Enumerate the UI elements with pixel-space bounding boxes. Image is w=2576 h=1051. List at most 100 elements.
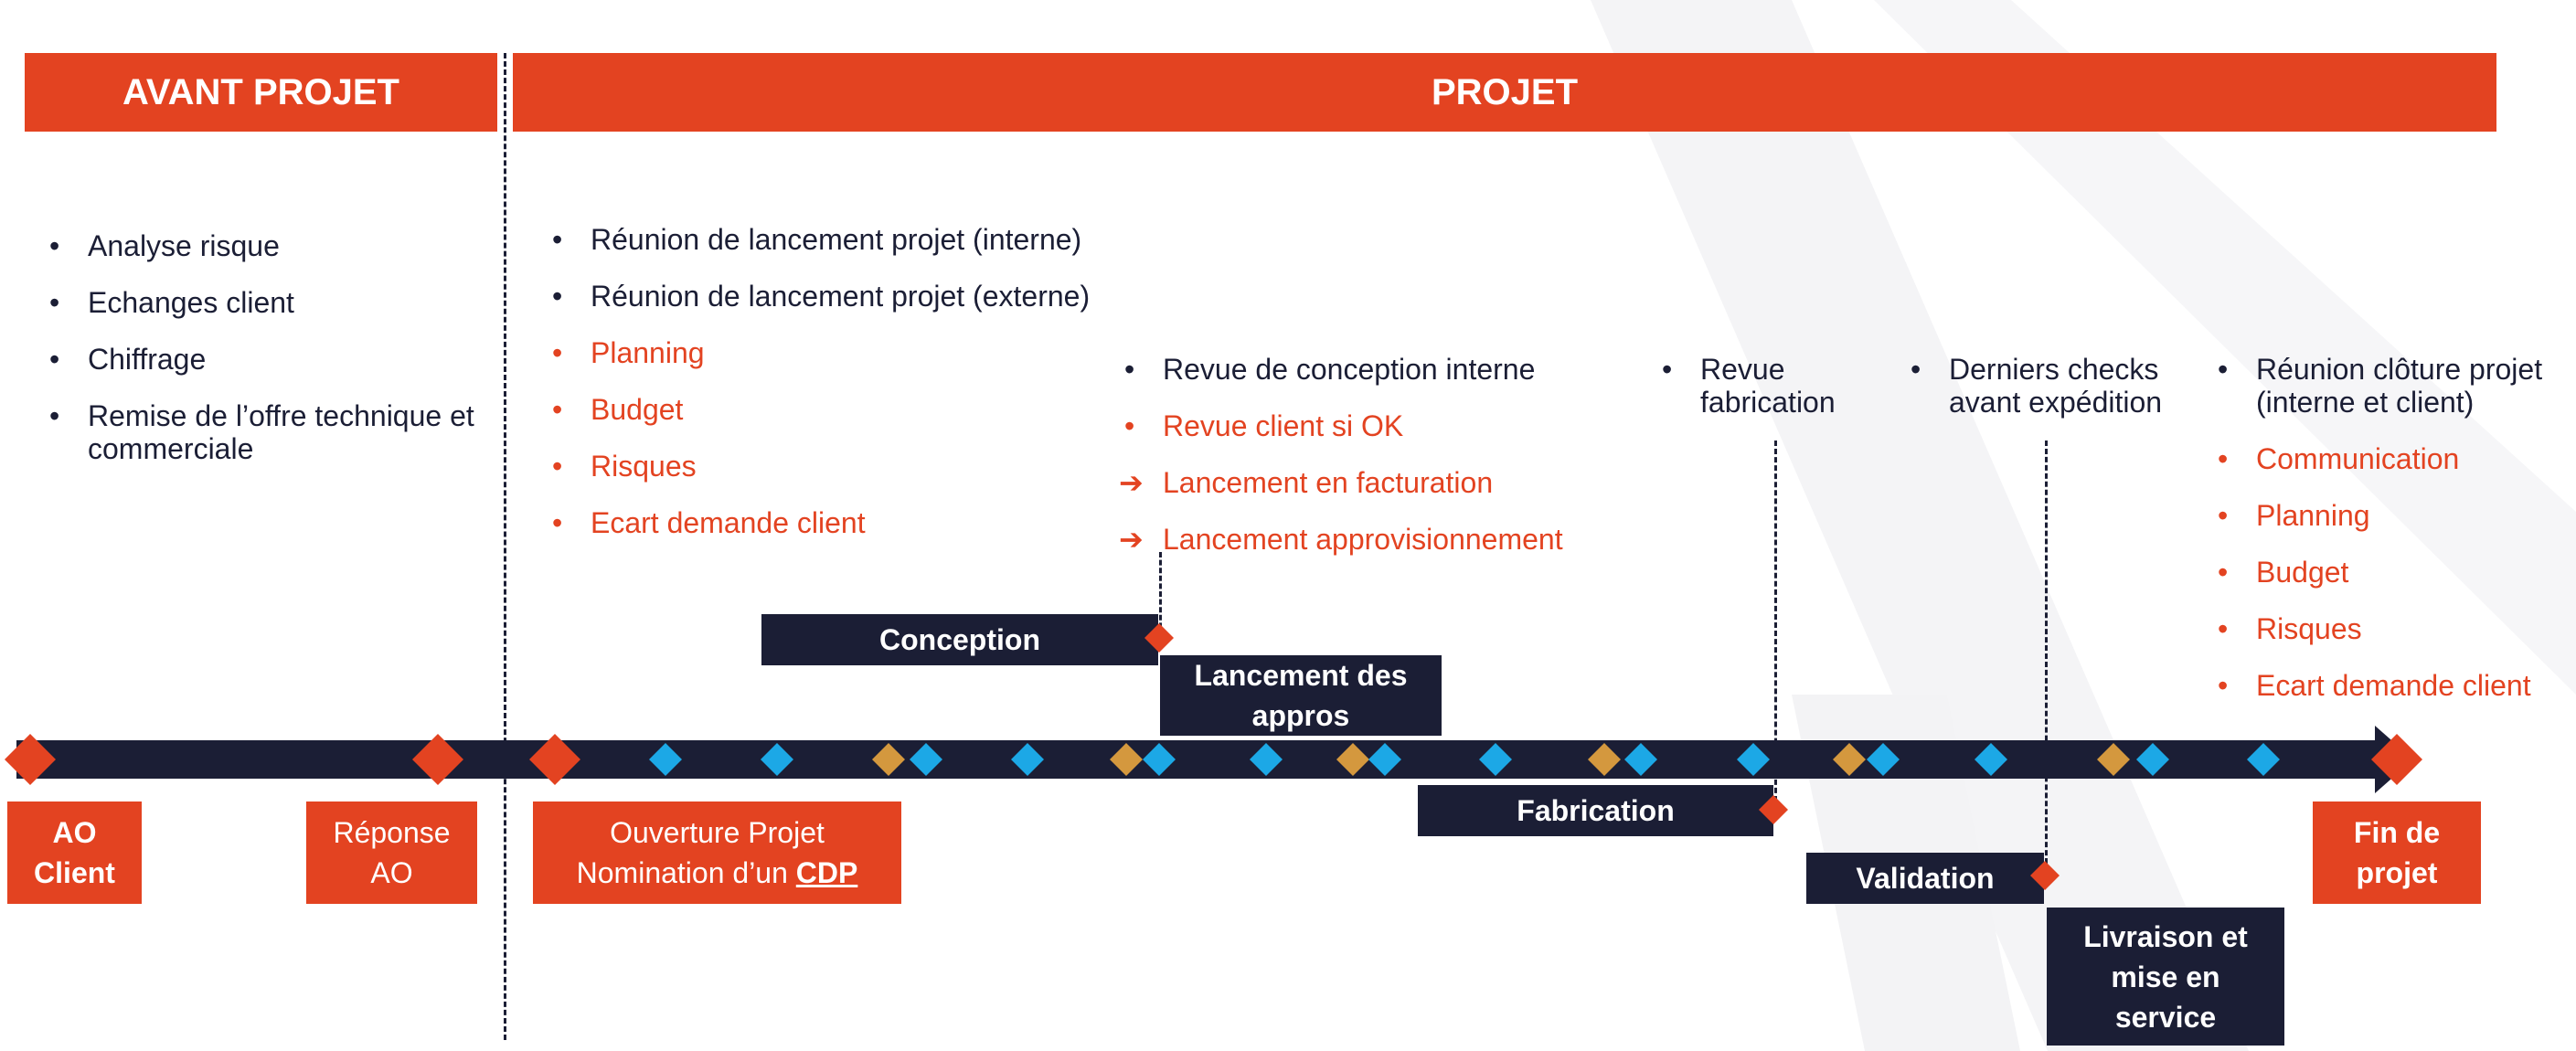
list-item-text: Revue fabrication [1700, 353, 1836, 419]
phase-livraison-label-3: service [2114, 1000, 2217, 1034]
timeline-marker-tick [1479, 743, 1512, 776]
list-item-text: Remise de l’offre technique et commercia… [88, 399, 474, 465]
phase-conception-label: Conception [879, 623, 1040, 656]
bullet-icon: • [49, 229, 60, 262]
list-item-text: Chiffrage [88, 343, 207, 376]
list-item-text: Revue de conception interne [1163, 353, 1536, 386]
list-item: • Budget [2212, 556, 2576, 589]
timeline-marker-tick [1588, 743, 1621, 776]
list-item: • Revue de conception interne [1119, 353, 1631, 386]
list-item: • Budget [547, 393, 1168, 426]
timeline-marker-reponse [412, 734, 463, 785]
fabrication-end-marker [1759, 795, 1788, 824]
timeline-marker-tick [1833, 743, 1866, 776]
bullet-icon: • [2218, 556, 2229, 589]
list-item-text: Budget [591, 393, 684, 426]
bullet-icon: • [2218, 499, 2229, 532]
timeline-marker-tick [761, 743, 793, 776]
timeline-marker-tick [2136, 743, 2169, 776]
milestone-fin-1: Fin de [2353, 816, 2441, 849]
timeline-bar [16, 740, 2386, 779]
milestone-ouverture-2: Nomination d’un CDP [577, 853, 858, 893]
bullet-icon: • [1124, 409, 1135, 442]
bullet-icon: • [1662, 353, 1673, 386]
list-item-text: Echanges client [88, 286, 294, 319]
milestone-reponse-1: Réponse [333, 816, 451, 849]
timeline-marker-tick [2247, 743, 2280, 776]
timeline-marker-tick [2097, 743, 2130, 776]
phase-fabrication-label: Fabrication [1517, 794, 1675, 827]
phase-livraison-label-2: mise en [2111, 960, 2220, 993]
phase-lancement-label-2: appros [1251, 699, 1350, 732]
milestone-ouverture-projet: Ouverture Projet Nomination d’un CDP [533, 802, 901, 904]
phase-separator-line [504, 53, 506, 1040]
timeline-marker-tick [1011, 743, 1044, 776]
header-avant-projet: AVANT PROJET [25, 53, 497, 132]
list-item-text: Réunion clôture projet (interne et clien… [2256, 353, 2543, 419]
validation-end-marker [2030, 861, 2060, 890]
bullet-icon: • [552, 506, 563, 539]
milestone-cdp: CDP [795, 856, 858, 889]
phase-fabrication: Fabrication [1418, 785, 1773, 836]
closure-tasks: • Réunion clôture projet (interne et clie… [2212, 353, 2576, 726]
timeline-marker-end [2371, 734, 2422, 785]
list-item-text: Analyse risque [88, 229, 280, 262]
milestone-fin-projet: Fin de projet [2313, 802, 2481, 904]
list-item-text: Lancement en facturation [1163, 466, 1494, 499]
bullet-icon: • [49, 343, 60, 376]
list-item: •Planning [547, 336, 1168, 369]
milestone-reponse-ao: Réponse AO [306, 802, 477, 904]
timeline-marker-tick [872, 743, 905, 776]
bullet-icon: • [552, 393, 563, 426]
bullet-icon: • [2218, 353, 2229, 386]
list-item-text: Réunion de lancement projet (externe) [591, 280, 1091, 313]
list-item-text: Revue client si OK [1163, 409, 1404, 442]
list-item: •Derniers checks avant expédition [1905, 353, 2198, 419]
bullet-icon: • [49, 286, 60, 319]
timeline-marker-tick [1336, 743, 1369, 776]
bullet-icon: • [1124, 353, 1135, 386]
timeline-marker-tick [1143, 743, 1176, 776]
milestone-ao-client-1: AO [52, 816, 97, 849]
conception-end-marker [1144, 623, 1174, 653]
list-item-text: Derniers checks avant expédition [1949, 353, 2163, 419]
fabrication-review-tasks: • Revue fabrication [1656, 353, 1867, 419]
timeline-marker-tick [1250, 743, 1283, 776]
list-item: • Analyse risque [44, 229, 483, 262]
list-item: •Risques [547, 450, 1168, 483]
timeline-marker-ouverture [529, 734, 580, 785]
header-projet: PROJET [513, 53, 2496, 132]
timeline-marker-tick [649, 743, 682, 776]
timeline-marker-tick [1368, 743, 1401, 776]
list-item-text: Budget [2256, 556, 2349, 589]
list-item: • Revue fabrication [1656, 353, 1867, 419]
list-item-text: Planning [2256, 499, 2370, 532]
validation-connector [2045, 441, 2048, 872]
milestone-ao-client: AO Client [7, 802, 142, 904]
phase-validation-label: Validation [1856, 862, 1995, 895]
timeline-marker-tick [1867, 743, 1900, 776]
list-item: ➔Lancement approvisionnement [1119, 523, 1631, 556]
phase-livraison-label-1: Livraison et [2083, 919, 2248, 953]
phase-livraison: Livraison et mise en service [2047, 908, 2284, 1046]
milestone-ouverture-2-text: Nomination d’un [576, 856, 796, 889]
list-item: • Réunion clôture projet (interne et clie… [2212, 353, 2576, 419]
list-item: •Réunion de lancement projet (interne) [547, 223, 1168, 256]
list-item: • Revue client si OK [1119, 409, 1631, 442]
phase-lancement-appros: Lancement des appros [1160, 655, 1442, 736]
list-item-text: Communication [2256, 442, 2460, 475]
list-item-text: Réunion de lancement projet (interne) [591, 223, 1082, 256]
bullet-icon: • [2218, 442, 2229, 475]
list-item: • Echanges client [44, 286, 483, 319]
list-item-text: Planning [591, 336, 705, 369]
timeline-marker-tick [1975, 743, 2007, 776]
bullet-icon: • [2218, 612, 2229, 645]
bullet-icon: • [49, 399, 60, 432]
list-item: • Chiffrage [44, 343, 483, 376]
timeline [5, 726, 2422, 793]
arrow-icon: ➔ [1119, 466, 1144, 499]
list-item: ➔ Lancement en facturation [1119, 466, 1631, 499]
list-item-text: Ecart demande client [591, 506, 866, 539]
bullet-icon: • [552, 450, 563, 483]
list-item-text: Risques [2256, 612, 2362, 645]
